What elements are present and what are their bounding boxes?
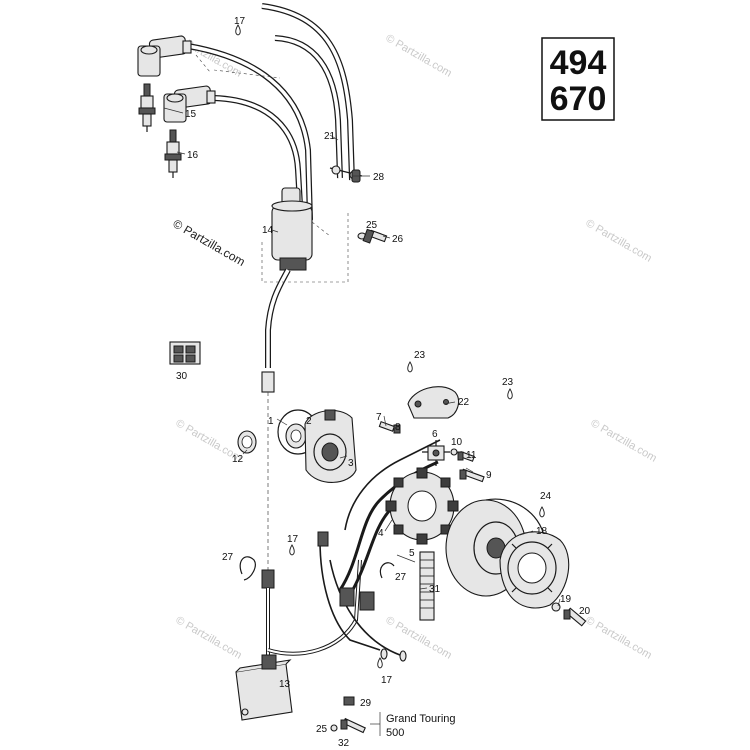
watermark-text: © Partzilla.com [384,614,454,661]
model-box-frame [541,37,615,121]
screw-9 [459,468,485,483]
washer-10 [450,448,458,456]
watermark-main: © Partzilla.com [171,216,248,269]
spark-plug-cap-upper [137,35,192,77]
drop-icon [235,24,241,36]
callout-1: 1 [268,416,274,427]
callout-5: 5 [409,548,415,559]
callout-27: 27 [222,552,234,563]
callout-8: 8 [395,422,401,433]
ignition-coil [261,187,349,368]
callout-32: 32 [338,738,350,749]
leader-lines [163,107,561,607]
callout-27: 27 [395,572,407,583]
callout-21: 21 [324,131,336,142]
watermark-text: © Partzilla.com [174,614,244,661]
watermark-text: © Partzilla.com [584,217,654,264]
callout-30: 30 [176,371,188,382]
oil-seal [237,430,257,454]
screw-11 [457,451,475,462]
drop-icon [377,657,383,669]
nut-29 [343,696,355,706]
model-number-1: 494 [550,44,607,82]
pulley-bolt [563,607,587,627]
callout-17: 17 [381,675,393,686]
callout-26: 26 [392,234,404,245]
callout-11: 11 [466,450,477,461]
watermark-text: © Partzilla.com [584,614,654,661]
model-number-2: 670 [550,80,607,118]
ignition-wires [187,3,363,221]
callout-12: 12 [232,454,244,465]
spark-plug-16 [164,129,182,178]
coil-bolt [357,228,388,244]
callout-25: 25 [366,220,378,231]
callout-10: 10 [451,437,463,448]
callout-20: 20 [579,606,591,617]
drop-icon [407,361,413,373]
seal-ring [285,423,307,449]
callout-23: 23 [414,350,426,361]
bolt-32 [340,717,366,734]
callout-14: 14 [262,225,274,236]
drop-icon [507,388,513,400]
callout-22: 22 [458,397,470,408]
cdi-module [235,654,293,721]
model-note-line2: 500 [386,727,404,739]
magneto-housing [304,409,357,483]
callout-25: 25 [316,724,328,735]
callout-2: 2 [306,416,312,427]
model-note: Grand Touring 500 [370,712,456,739]
callout-9: 9 [486,470,492,481]
callout-16: 16 [187,150,199,161]
sealant-drops [235,24,545,669]
callout-15: 15 [185,109,197,120]
callout-17: 17 [234,16,246,27]
watermark-text: © Partzilla.com [589,417,659,464]
stator [385,467,459,545]
starter-pulley [499,531,570,609]
callout-29: 29 [360,698,372,709]
callout-17: 17 [287,534,299,545]
trigger-coil [422,440,450,466]
callout-23: 23 [502,377,514,388]
callout-6: 6 [432,429,438,440]
callout-4: 4 [378,528,384,539]
cable-tie-left [239,556,256,581]
callout-labels: 17 15 16 21 28 14 25 26 30 23 23 22 1 2 … [176,16,591,749]
watermark-layer: © Partzilla.com © Partzilla.com © Partzi… [171,32,659,661]
model-note-line1: Grand Touring [386,713,456,725]
connector-housing [169,341,201,365]
cable-tie-right [379,562,395,579]
model-box: 494 670 [541,37,615,121]
callout-31: 31 [429,584,441,595]
screw-7 [378,421,401,434]
callout-18: 18 [536,526,548,537]
spark-plug-15 [138,83,156,132]
drop-icon [539,506,545,518]
callout-19: 19 [560,594,572,605]
drop-icon [289,544,295,556]
washer-25-bottom [330,724,338,732]
watermark-text: © Partzilla.com [384,32,454,79]
callout-24: 24 [540,491,552,502]
callout-3: 3 [348,458,354,469]
coil-spring [419,551,435,621]
callout-7: 7 [376,412,382,423]
callout-28: 28 [373,172,385,183]
callout-13: 13 [279,679,291,690]
trigger-cover [407,386,460,419]
